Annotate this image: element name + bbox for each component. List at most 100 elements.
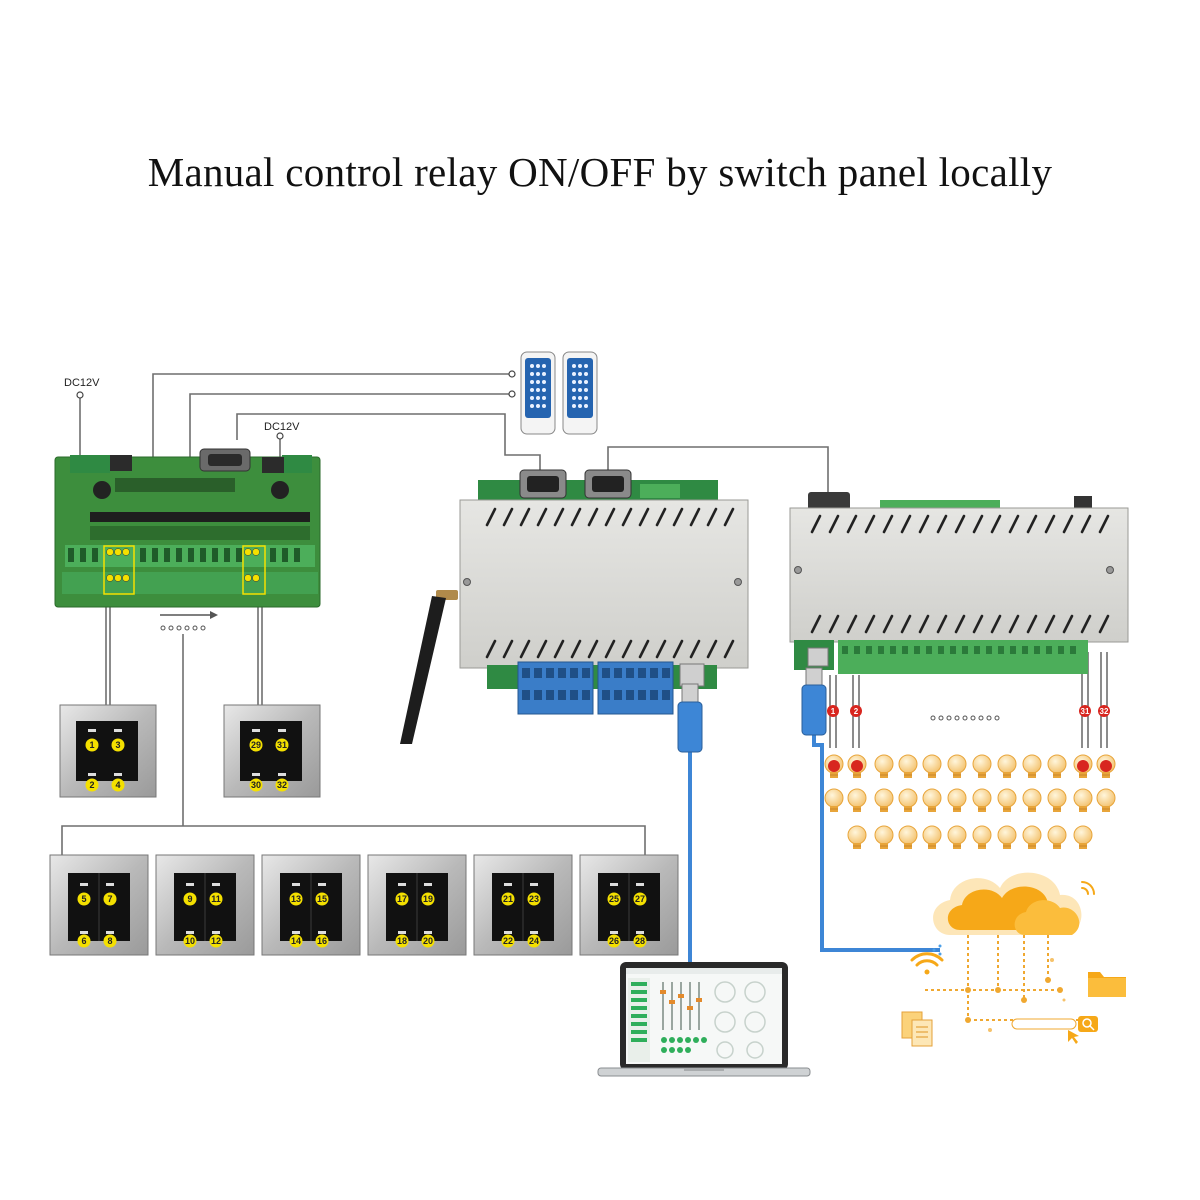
switch-number: 8: [107, 936, 112, 946]
light-bulb-icon: [947, 788, 967, 812]
light-bulb-icon: [997, 825, 1017, 849]
light-bulb-icon: [874, 754, 894, 778]
marker-label: 1: [831, 707, 836, 716]
switch-panel[interactable]: 9 11 10 12: [155, 854, 255, 956]
light-bulb-icon: [1096, 788, 1116, 812]
switch-number: 27: [635, 894, 645, 904]
light-bulb-icon: [972, 788, 992, 812]
relay-output-markers: 1 2 31 32: [827, 705, 1110, 717]
switch-number: 26: [609, 936, 619, 946]
document-icon: [901, 1011, 933, 1047]
light-bulb-icon: [972, 825, 992, 849]
switch-number: 13: [291, 894, 301, 904]
folder-icon: [1088, 972, 1126, 997]
light-bulb-icon: [1073, 754, 1093, 778]
switch-panel[interactable]: 25 27 26 28: [579, 854, 679, 956]
switch-number: 32: [277, 780, 287, 790]
light-bulb-icon: [947, 754, 967, 778]
network-relay-controller: [459, 469, 749, 715]
light-bulb-icon: [824, 788, 844, 812]
switch-number: 14: [291, 936, 301, 946]
switch-number: 19: [423, 894, 433, 904]
switch-number: 28: [635, 936, 645, 946]
light-bulb-icon: [997, 788, 1017, 812]
light-bulb-icon: [922, 754, 942, 778]
power-terminal: [276, 432, 284, 440]
light-bulb-grid: [824, 754, 1116, 849]
light-bulb-icon: [997, 754, 1017, 778]
light-bulb-icon: [898, 825, 918, 849]
light-bulb-icon: [898, 788, 918, 812]
switch-number: 22: [503, 936, 513, 946]
laptop-icon: [597, 962, 811, 1077]
light-bulb-icon: [1022, 788, 1042, 812]
dc12v-label: DC12V: [264, 421, 300, 433]
switch-number: 11: [211, 894, 221, 904]
light-bulb-icon: [1073, 788, 1093, 812]
switch-number: 2: [89, 780, 94, 790]
rj45-connector: [801, 667, 827, 736]
light-bulb-icon: [847, 825, 867, 849]
signal-wires: [61, 373, 1108, 855]
expansion-relay-module: [789, 492, 1129, 674]
sequence-indicator: [160, 611, 218, 631]
light-bulb-icon: [922, 788, 942, 812]
light-bulb-icon: [847, 754, 867, 778]
diagram-title: Manual control relay ON/OFF by switch pa…: [147, 149, 1053, 195]
light-bulb-icon: [922, 825, 942, 849]
switch-number: 3: [115, 740, 120, 750]
switch-number: 30: [251, 780, 261, 790]
power-terminal: [76, 391, 84, 399]
light-bulb-icon: [1047, 825, 1067, 849]
ethernet-cables: [688, 735, 940, 965]
switch-number: 10: [185, 936, 195, 946]
switch-number: 29: [251, 740, 261, 750]
switch-panel[interactable]: 21 23 22 24: [473, 854, 573, 956]
switch-number: 12: [211, 936, 221, 946]
switch-number: 4: [115, 780, 120, 790]
marker-label: 31: [1081, 707, 1090, 716]
antenna-icon: [400, 590, 458, 744]
light-bulb-icon: [1022, 825, 1042, 849]
remote-control-icon: [520, 351, 556, 435]
wifi-icon: [910, 952, 944, 975]
switch-number: 25: [609, 894, 619, 904]
rj45-connector: [677, 683, 703, 753]
switch-number: 21: [503, 894, 513, 904]
switch-number: 16: [317, 936, 327, 946]
light-bulb-icon: [947, 825, 967, 849]
switch-panel[interactable]: 17 19 18 20: [367, 854, 467, 956]
switch-number: 5: [81, 894, 86, 904]
switch-number: 9: [187, 894, 192, 904]
light-bulb-icon: [972, 754, 992, 778]
remote-control-icon: [562, 351, 598, 435]
switch-number: 1: [89, 740, 94, 750]
input-module-pcb: [54, 448, 321, 608]
switch-number: 31: [277, 740, 287, 750]
switch-number: 17: [397, 894, 407, 904]
light-bulb-icon: [898, 754, 918, 778]
light-bulb-icon: [1047, 754, 1067, 778]
light-bulb-icon: [847, 788, 867, 812]
wifi-icon: [1081, 881, 1095, 895]
marker-label: 2: [854, 707, 859, 716]
light-bulb-icon: [1096, 754, 1116, 778]
light-bulb-icon: [824, 754, 844, 778]
sequence-indicator: [930, 715, 1000, 721]
dc12v-label: DC12V: [64, 377, 100, 389]
switch-panel[interactable]: 29 31 30 32: [223, 704, 321, 798]
light-bulb-icon: [1073, 825, 1093, 849]
switch-number: 24: [529, 936, 539, 946]
switch-number: 23: [529, 894, 539, 904]
switch-panel[interactable]: 1 3 2 4: [59, 704, 157, 798]
search-icon: [1011, 1016, 1098, 1044]
switch-number: 18: [397, 936, 407, 946]
switch-number: 20: [423, 936, 433, 946]
light-bulb-icon: [1047, 788, 1067, 812]
cloud-network-icon: [925, 872, 1090, 1023]
switch-number: 6: [81, 936, 86, 946]
